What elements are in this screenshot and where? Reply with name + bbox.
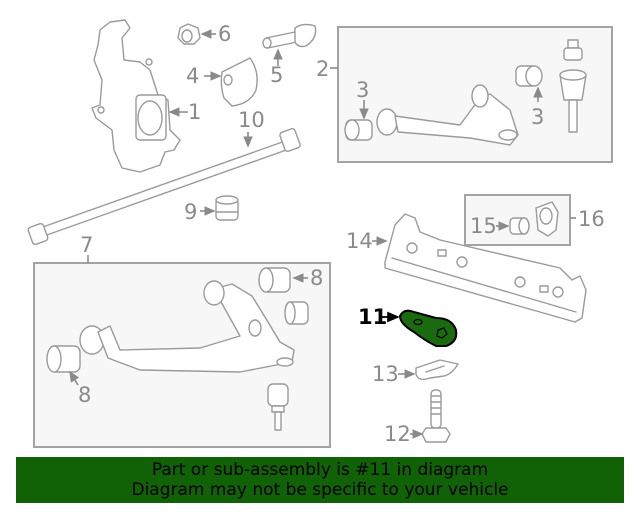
part-lower-control-arm-icon[interactable] (79, 280, 295, 373)
part-6-nut-icon[interactable] (177, 23, 201, 45)
part-13-shield-icon[interactable] (415, 359, 459, 381)
callout-11[interactable]: 11 (358, 305, 387, 329)
part-bushing-lower-icon[interactable] (284, 301, 309, 325)
part-5-bolt-icon[interactable] (262, 23, 317, 49)
part-8-bushing-left-icon[interactable] (46, 345, 81, 373)
callout-16[interactable]: 16 (578, 207, 605, 231)
callout-6[interactable]: 6 (218, 22, 231, 46)
callout-3-left[interactable]: 3 (356, 78, 369, 102)
part-4-bracket-icon[interactable] (220, 57, 258, 107)
part-11-highlighted-bracket-icon[interactable] (398, 309, 458, 347)
part-10-stabilizer-link-icon[interactable] (27, 128, 301, 246)
callout-12[interactable]: 12 (384, 422, 411, 446)
callout-9[interactable]: 9 (184, 200, 197, 224)
callout-5[interactable]: 5 (270, 63, 283, 87)
part-14-crossmember-icon[interactable] (384, 213, 587, 323)
callout-8-right[interactable]: 8 (310, 266, 323, 290)
part-15-bushing-icon[interactable] (509, 217, 530, 235)
callout-13[interactable]: 13 (372, 362, 399, 386)
callout-2[interactable]: 2 (316, 57, 329, 81)
part-1-steering-knuckle-icon[interactable] (91, 19, 181, 173)
callout-3-right[interactable]: 3 (531, 105, 544, 129)
callout-1[interactable]: 1 (188, 100, 201, 124)
part-upper-control-arm-icon[interactable] (376, 84, 519, 146)
part-3-bushing-left-icon[interactable] (344, 119, 373, 141)
callout-15[interactable]: 15 (470, 214, 497, 238)
part-ball-joint-upper-icon[interactable] (559, 39, 587, 133)
part-16-mount-icon[interactable] (535, 201, 559, 237)
banner-line-2: Diagram may not be specific to your vehi… (131, 480, 509, 500)
callout-8-left[interactable]: 8 (78, 383, 91, 407)
callout-14[interactable]: 14 (346, 229, 373, 253)
part-9-bushing-icon[interactable] (215, 195, 239, 221)
part-12-bolt-icon[interactable] (421, 389, 451, 443)
info-banner: Part or sub-assembly is #11 in diagram D… (16, 457, 624, 503)
part-3-bushing-right-icon[interactable] (515, 65, 543, 87)
part-8-bushing-right-icon[interactable] (258, 267, 291, 293)
callout-7[interactable]: 7 (80, 233, 93, 257)
callout-10[interactable]: 10 (238, 108, 265, 132)
banner-line-1: Part or sub-assembly is #11 in diagram (151, 460, 489, 480)
callout-4[interactable]: 4 (186, 64, 199, 88)
part-ball-joint-lower-icon[interactable] (267, 383, 289, 431)
